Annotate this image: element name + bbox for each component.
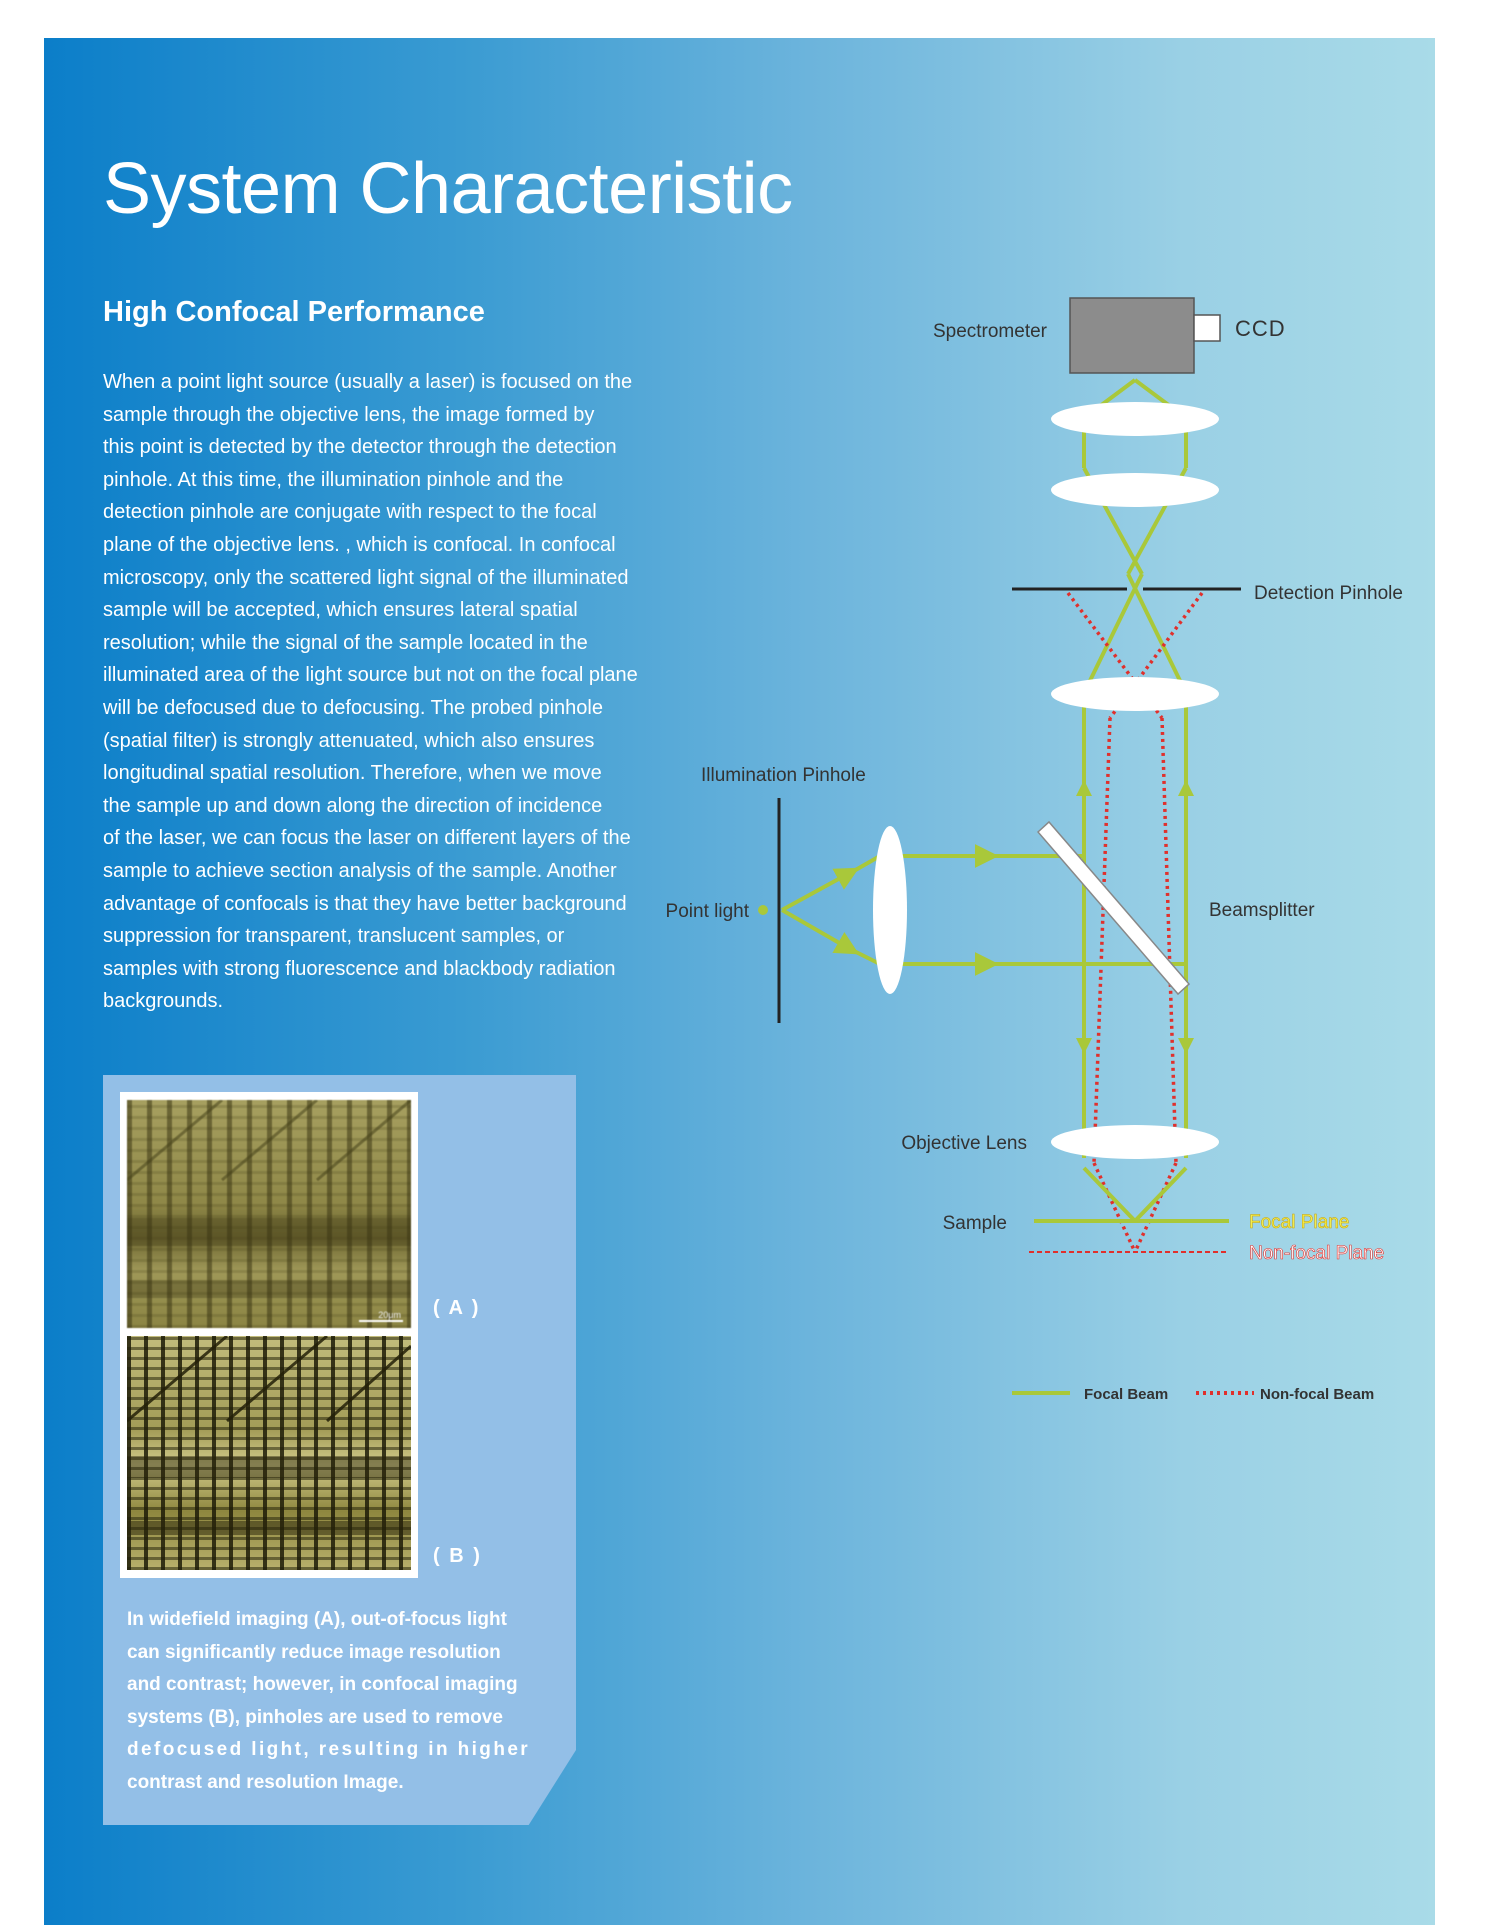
- body-line: (spatial filter) is strongly attenuated,…: [103, 729, 595, 752]
- body-line: detection pinhole are conjugate with res…: [103, 501, 597, 524]
- caption-line: In widefield imaging (A), out-of-focus l…: [127, 1609, 507, 1630]
- body-line: resolution; while the signal of the samp…: [103, 631, 588, 654]
- caption-line: and contrast; however, in confocal imagi…: [127, 1674, 518, 1695]
- body-line: advantage of confocals is that they have…: [103, 892, 627, 915]
- page-title: System Characteristic: [103, 149, 793, 229]
- ccd-label: CCD: [1235, 316, 1286, 341]
- body-line: samples with strong fluorescence and bla…: [103, 957, 616, 980]
- body-line: suppression for transparent, translucent…: [103, 925, 565, 948]
- illumination-pinhole-label: Illumination Pinhole: [701, 765, 866, 786]
- section-heading: High Confocal Performance: [103, 296, 485, 328]
- legend-nonfocal-label: Non-focal Beam: [1260, 1386, 1374, 1403]
- lens-top: [1051, 402, 1219, 436]
- page: System Characteristic High Confocal Perf…: [44, 38, 1435, 1925]
- spectrometer-label: Spectrometer: [933, 321, 1048, 342]
- body-line: will be defocused due to defocusing. The…: [103, 696, 603, 719]
- ccd-box: [1193, 314, 1221, 342]
- legend: Focal Beam Non-focal Beam: [1012, 1386, 1374, 1403]
- figure-label-b: ( B ): [433, 1545, 482, 1567]
- caption-line: can significantly reduce image resolutio…: [127, 1641, 501, 1663]
- illumination-beam: [781, 844, 1186, 976]
- focal-plane-label: Focal Plane: [1249, 1212, 1349, 1233]
- micrograph-frame: 20μm: [120, 1092, 418, 1578]
- figure-caption: In widefield imaging (A), out-of-focus l…: [127, 1604, 537, 1799]
- body-line: illuminated area of the light source but…: [103, 664, 638, 687]
- caption-line: contrast and resolution Image.: [127, 1771, 404, 1793]
- beam-arrows: [1076, 780, 1194, 1054]
- non-focal-plane-label: Non-focal Plane: [1249, 1243, 1384, 1264]
- confocal-image: [127, 1336, 411, 1570]
- lens-tube: [1051, 677, 1219, 711]
- body-line: When a point light source (usually a las…: [103, 371, 633, 393]
- body-paragraph: When a point light source (usually a las…: [103, 366, 703, 1018]
- spectrometer-box: [1069, 297, 1195, 374]
- lens-second: [1051, 473, 1219, 507]
- body-line: sample will be accepted, which ensures l…: [103, 599, 578, 622]
- scale-bar: [359, 1320, 403, 1322]
- body-line: the sample up and down along the directi…: [103, 794, 603, 817]
- caption-line: systems (B), pinholes are used to remove: [127, 1706, 503, 1728]
- objective-lens: [1051, 1125, 1219, 1159]
- sample-label: Sample: [943, 1213, 1007, 1234]
- body-line: this point is detected by the detector t…: [103, 436, 617, 459]
- beamsplitter-label: Beamsplitter: [1209, 900, 1315, 921]
- figure-panel: 20μm ( A ) ( B ) In widefield imaging (A…: [103, 1075, 576, 1825]
- body-line: pinhole. At this time, the illumination …: [103, 468, 564, 491]
- illumination-lens: [873, 826, 907, 994]
- point-light-label: Point light: [666, 901, 750, 922]
- beamsplitter: [1036, 820, 1191, 996]
- circuit-pattern-a: [127, 1100, 411, 1298]
- body-line: plane of the objective lens. , which is …: [103, 533, 616, 556]
- figure-label-a: ( A ): [433, 1297, 481, 1319]
- circuit-pattern-b: [127, 1336, 411, 1535]
- body-line: backgrounds.: [103, 990, 224, 1013]
- body-line: sample through the objective lens, the i…: [103, 403, 595, 426]
- caption-line: defocused light, resulting in higher: [127, 1739, 531, 1760]
- non-focal-beam: [1066, 591, 1204, 1253]
- widefield-image: 20μm: [127, 1100, 411, 1328]
- detection-pinhole-label: Detection Pinhole: [1254, 583, 1403, 604]
- body-line: sample to achieve section analysis of th…: [103, 859, 617, 882]
- point-light-source: [758, 905, 768, 915]
- confocal-optical-diagram: Spectrometer CCD: [666, 297, 1403, 1403]
- legend-focal-label: Focal Beam: [1084, 1386, 1168, 1403]
- body-line: of the laser, we can focus the laser on …: [103, 827, 631, 850]
- objective-lens-label: Objective Lens: [901, 1133, 1027, 1154]
- scale-label: 20μm: [378, 1310, 401, 1320]
- body-line: longitudinal spatial resolution. Therefo…: [103, 762, 602, 785]
- body-line: microscopy, only the scattered light sig…: [103, 566, 629, 589]
